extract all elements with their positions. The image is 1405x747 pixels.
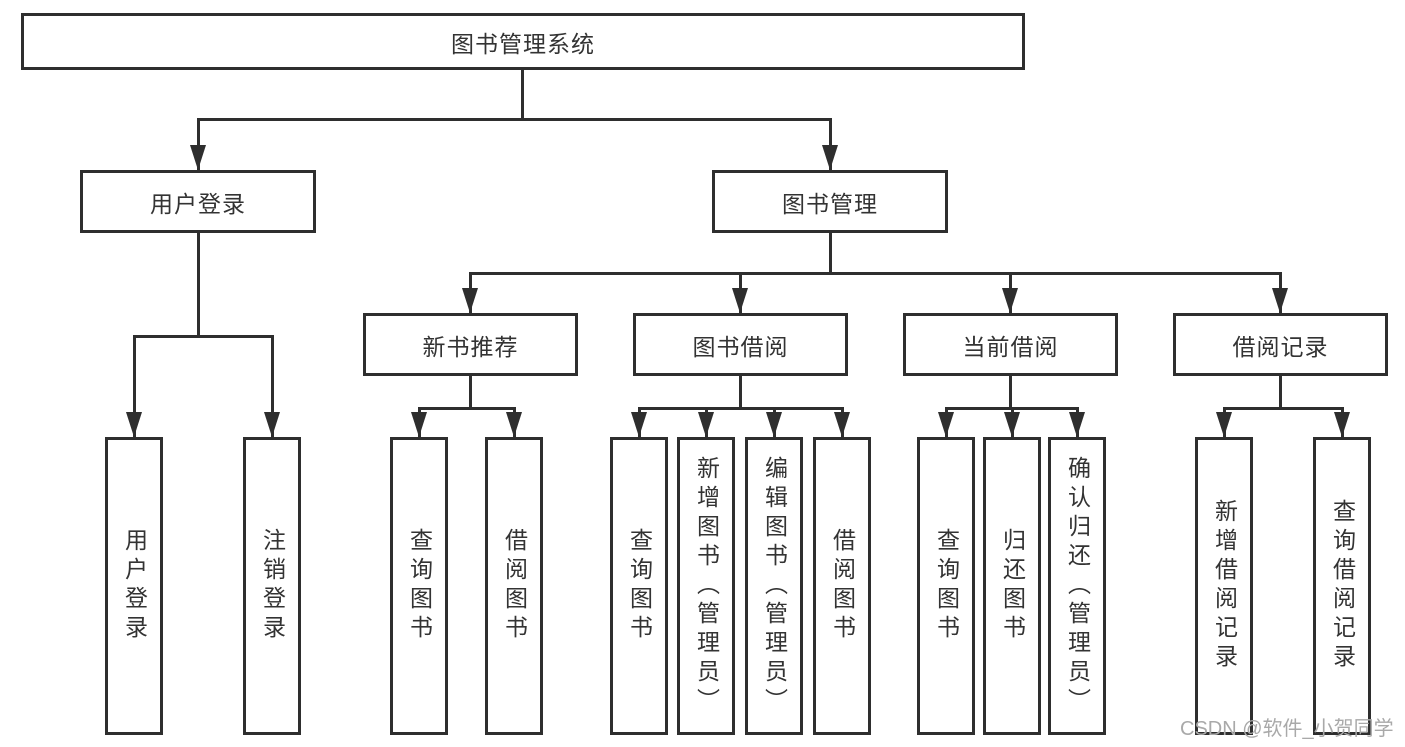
arrow-down-icon: [766, 412, 782, 437]
leaf-bb-edit-books-admin-label: 编辑图书（管理员）: [761, 455, 788, 717]
leaf-cb-return-books: 归还图书: [983, 437, 1041, 735]
leaf-bb-borrow-books-label: 借阅图书: [829, 528, 856, 644]
node-new-book-recommend: 新书推荐: [363, 313, 578, 376]
connector-login-bar: [133, 335, 274, 338]
connector-cb-stem: [1009, 376, 1012, 407]
leaf-bb-edit-books-admin: 编辑图书（管理员）: [745, 437, 803, 735]
arrow-down-icon: [1216, 412, 1232, 437]
connector-to-user-login: [197, 118, 200, 170]
node-root-label: 图书管理系统: [451, 30, 595, 57]
leaf-cb-query-books-label: 查询图书: [933, 528, 960, 644]
node-borrow-records: 借阅记录: [1173, 313, 1388, 376]
connector-login-leaf1: [133, 335, 136, 437]
connector-bb-bar: [638, 407, 844, 410]
arrow-down-icon: [1004, 412, 1020, 437]
arrow-down-icon: [411, 412, 427, 437]
leaf-br-add-borrow-record-label: 新增借阅记录: [1211, 499, 1238, 673]
connector-nb-bar: [418, 407, 516, 410]
arrow-down-icon: [938, 412, 954, 437]
leaf-nb-query-books-label: 查询图书: [406, 528, 433, 644]
connector-mgmt-bar: [469, 272, 1282, 275]
leaf-bb-borrow-books: 借阅图书: [813, 437, 871, 735]
leaf-nb-borrow-books: 借阅图书: [485, 437, 543, 735]
arrow-down-icon: [126, 412, 142, 437]
node-root: 图书管理系统: [21, 13, 1025, 70]
leaf-bb-add-books-admin-label: 新增图书（管理员）: [693, 455, 720, 717]
leaf-logout: 注销登录: [243, 437, 301, 735]
node-book-management-label: 图书管理: [782, 190, 878, 217]
leaf-br-query-borrow-record: 查询借阅记录: [1313, 437, 1371, 735]
leaf-nb-borrow-books-label: 借阅图书: [501, 528, 528, 644]
arrow-down-icon: [1272, 288, 1288, 313]
leaf-bb-query-books: 查询图书: [610, 437, 668, 735]
node-new-book-recommend-label: 新书推荐: [422, 333, 519, 360]
arrow-down-icon: [190, 145, 206, 170]
watermark: CSDN @软件_小贺同学: [1180, 718, 1394, 740]
leaf-logout-label: 注销登录: [259, 528, 286, 644]
arrow-down-icon: [1002, 288, 1018, 313]
connector-login-stem: [197, 233, 200, 335]
connector-br-stem: [1279, 376, 1282, 407]
arrow-down-icon: [506, 412, 522, 437]
node-current-borrow: 当前借阅: [903, 313, 1118, 376]
leaf-nb-query-books: 查询图书: [390, 437, 448, 735]
connector-login-leaf2: [271, 335, 274, 437]
leaf-cb-confirm-return-admin-label: 确认归还（管理员）: [1064, 455, 1091, 717]
connector-root-stem: [521, 70, 524, 118]
leaf-bb-add-books-admin: 新增图书（管理员）: [677, 437, 735, 735]
node-current-borrow-label: 当前借阅: [962, 333, 1059, 360]
leaf-user-login: 用户登录: [105, 437, 163, 735]
arrow-down-icon: [1069, 412, 1085, 437]
node-user-login-label: 用户登录: [150, 190, 246, 217]
node-book-borrow-label: 图书借阅: [692, 333, 789, 360]
arrow-down-icon: [698, 412, 714, 437]
node-book-borrow: 图书借阅: [633, 313, 848, 376]
arrow-down-icon: [264, 412, 280, 437]
node-book-management: 图书管理: [712, 170, 948, 233]
leaf-user-login-label: 用户登录: [121, 528, 148, 644]
connector-nb-stem: [469, 376, 472, 407]
arrow-down-icon: [631, 412, 647, 437]
arrow-down-icon: [462, 288, 478, 313]
connector-bb-stem: [739, 376, 742, 407]
leaf-bb-query-books-label: 查询图书: [626, 528, 653, 644]
arrow-down-icon: [834, 412, 850, 437]
leaf-br-query-borrow-record-label: 查询借阅记录: [1329, 499, 1356, 673]
node-user-login: 用户登录: [80, 170, 316, 233]
connector-to-book-management: [829, 118, 832, 170]
arrow-down-icon: [822, 145, 838, 170]
leaf-cb-query-books: 查询图书: [917, 437, 975, 735]
leaf-br-add-borrow-record: 新增借阅记录: [1195, 437, 1253, 735]
connector-br-bar: [1223, 407, 1344, 410]
connector-root-bar: [197, 118, 832, 121]
node-borrow-records-label: 借阅记录: [1232, 333, 1329, 360]
connector-mgmt-stem: [829, 233, 832, 272]
arrow-down-icon: [732, 288, 748, 313]
leaf-cb-confirm-return-admin: 确认归还（管理员）: [1048, 437, 1106, 735]
arrow-down-icon: [1334, 412, 1350, 437]
leaf-cb-return-books-label: 归还图书: [999, 528, 1026, 644]
